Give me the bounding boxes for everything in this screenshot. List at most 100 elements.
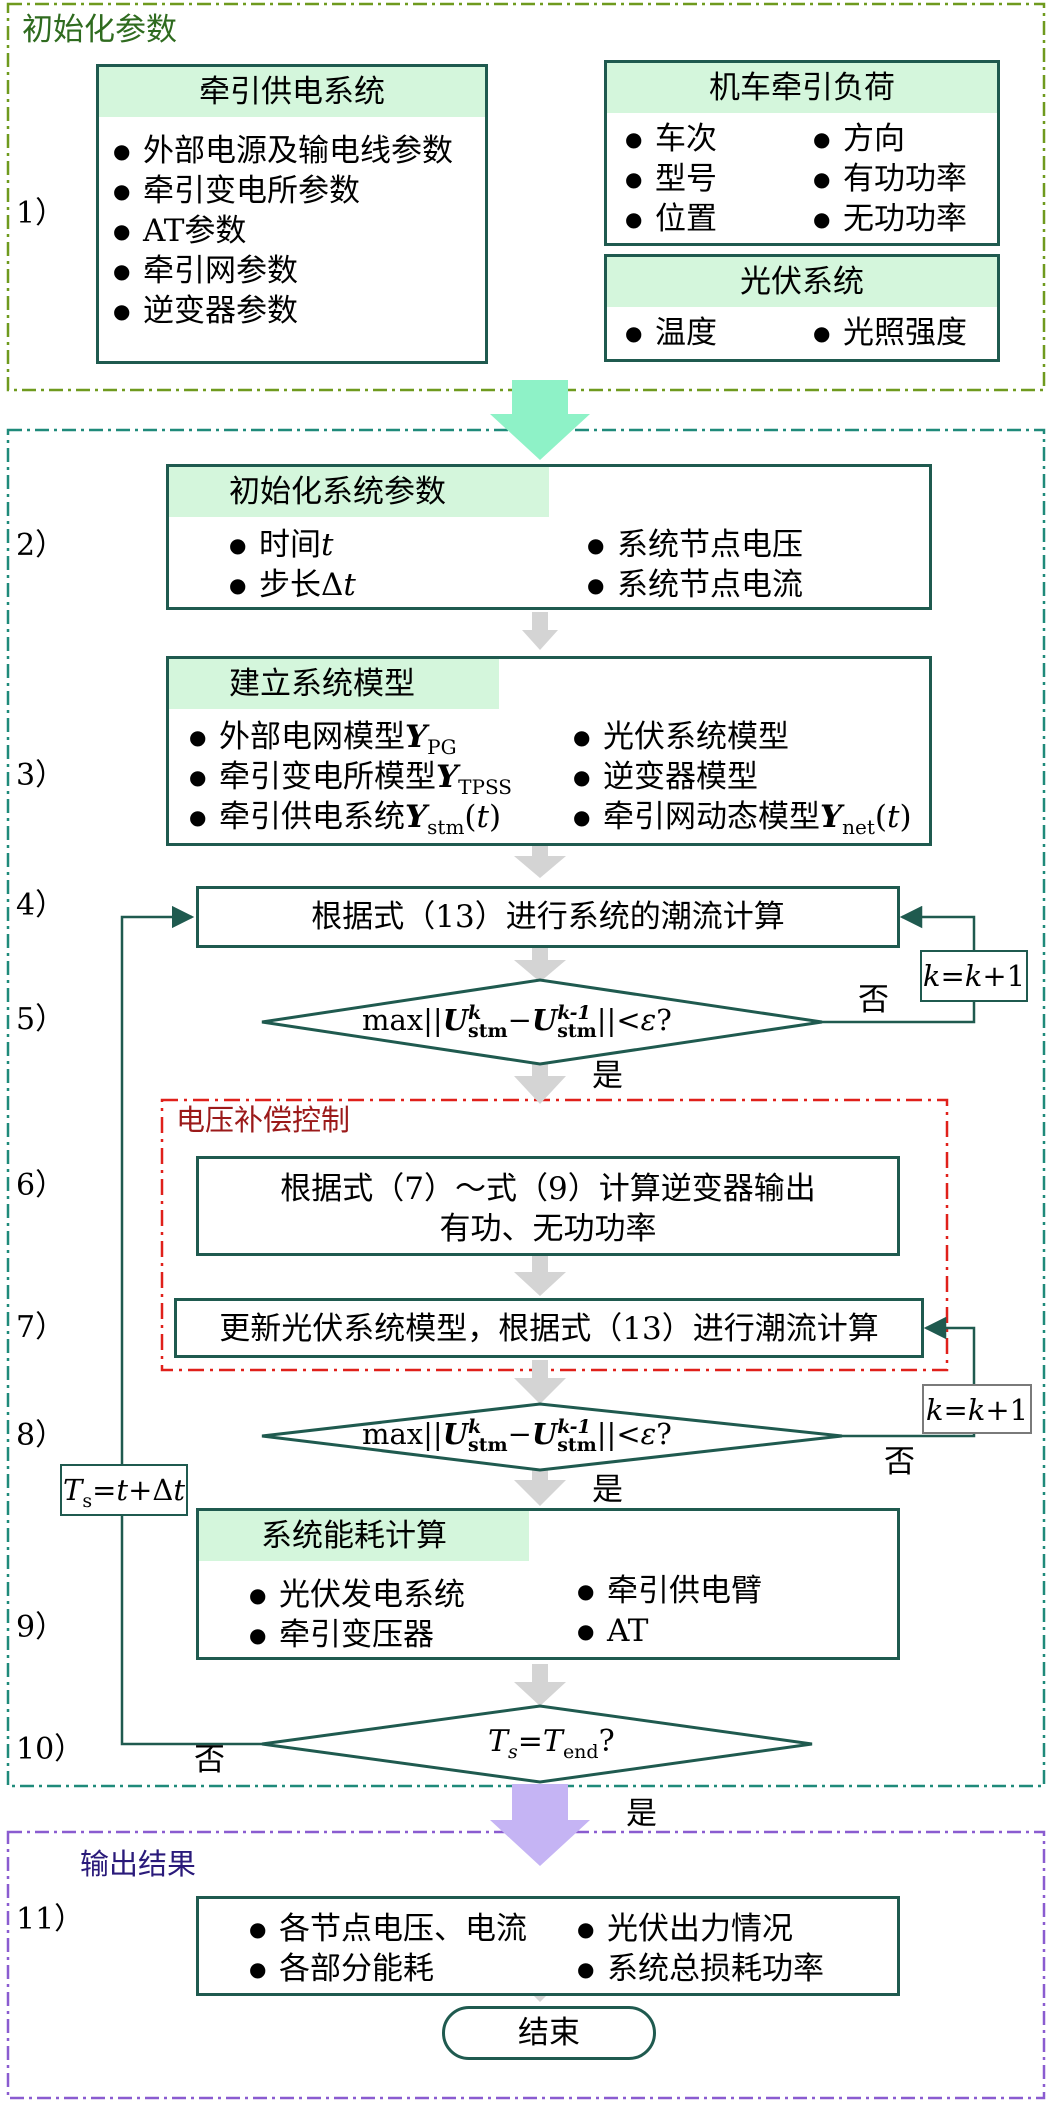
model-inverter: 逆变器模型 [573, 757, 758, 797]
no-label-10: 否 [194, 1742, 225, 1778]
pv-system-header: 光伏系统 [607, 257, 997, 307]
output-item: 各节点电压、电流 [249, 1909, 527, 1949]
pv-system-item: 温度 [625, 313, 717, 353]
inverter-output-line2: 有功、无功功率 [439, 1211, 657, 1247]
init-section-title: 初始化参数 [22, 12, 177, 48]
time-update-box: Ts=t+Δt [60, 1464, 188, 1516]
yes-label-5: 是 [592, 1058, 623, 1094]
init-params-box: 初始化系统参数 时间t 步长Δt 系统节点电压 系统节点电流 [166, 464, 932, 610]
energy-box: 系统能耗计算 光伏发电系统 牵引供电臂 牵引变压器 AT [196, 1508, 900, 1660]
model-ext-grid: 外部电网模型YPG [189, 717, 457, 767]
gray-arrow-3 [514, 942, 566, 982]
voltage-compensation-title: 电压补偿控制 [176, 1103, 351, 1137]
inverter-output-line1: 根据式（7）～式（9）计算逆变器输出 [280, 1171, 816, 1207]
gray-arrow-8 [514, 1664, 566, 1706]
output-title: 输出结果 [80, 1847, 197, 1881]
energy-item: 牵引变压器 [249, 1615, 434, 1655]
model-net-dynamic: 牵引网动态模型Ynet(t) [573, 797, 912, 847]
k-increment-box-upper: k=k+1 [920, 950, 1028, 1002]
locomotive-load-item: 无功功率 [813, 199, 967, 239]
traction-supply-item: 牵引网参数 [113, 251, 298, 291]
system-model-title: 建立系统模型 [229, 666, 415, 702]
gray-arrow-2 [514, 838, 566, 878]
k-increment-text-lower: k=k+1 [925, 1393, 1029, 1427]
step-label-1: 1） [16, 196, 66, 231]
model-substation: 牵引变电所模型YTPSS [189, 757, 512, 807]
output-item: 各部分能耗 [249, 1949, 434, 1989]
locomotive-load-item: 车次 [625, 119, 717, 159]
step-label-10: 10） [16, 1732, 85, 1767]
end-label: 结束 [518, 2015, 580, 2051]
traction-supply-item: AT参数 [113, 211, 246, 251]
big-arrow-green [490, 380, 590, 460]
gray-arrow-5 [514, 1254, 566, 1296]
pv-update-text: 更新光伏系统模型，根据式（13）进行潮流计算 [219, 1311, 879, 1347]
step-label-6: 6） [16, 1168, 66, 1203]
power-flow-text: 根据式（13）进行系统的潮流计算 [311, 899, 785, 935]
traction-supply-item: 外部电源及输电线参数 [113, 131, 453, 171]
step-label-7: 7） [16, 1310, 66, 1345]
output-item: 光伏出力情况 [577, 1909, 793, 1949]
pv-system-item: 光照强度 [813, 313, 967, 353]
locomotive-load-title: 机车牵引负荷 [709, 70, 895, 106]
locomotive-load-box: 机车牵引负荷 车次 方向 型号 有功功率 位置 无功功率 [604, 60, 1000, 246]
traction-supply-item: 牵引变电所参数 [113, 171, 360, 211]
locomotive-load-header: 机车牵引负荷 [607, 63, 997, 113]
no-label-8: 否 [884, 1444, 915, 1480]
power-flow-box: 根据式（13）进行系统的潮流计算 [196, 886, 900, 948]
end-time-condition: Ts=Tend? [488, 1724, 615, 1763]
output-box: 各节点电压、电流 光伏出力情况 各部分能耗 系统总损耗功率 [196, 1896, 900, 1996]
init-params-header: 初始化系统参数 [169, 467, 549, 517]
energy-item: 牵引供电臂 [577, 1571, 762, 1611]
system-model-box: 建立系统模型 外部电网模型YPG 牵引变电所模型YTPSS 牵引供电系统Ystm… [166, 656, 932, 846]
k-increment-text-upper: k=k+1 [922, 959, 1026, 993]
step-label-5: 5） [16, 1002, 66, 1037]
energy-item: 光伏发电系统 [249, 1575, 465, 1615]
time-update-text: Ts=t+Δt [63, 1473, 185, 1512]
locomotive-load-item: 方向 [813, 119, 905, 159]
param-step: 步长Δt [229, 565, 356, 605]
compensation-frame [160, 1098, 949, 1372]
step-label-8: 8） [16, 1418, 66, 1453]
k-increment-box-lower: k=k+1 [922, 1384, 1032, 1434]
param-node-current: 系统节点电流 [587, 565, 803, 605]
pv-update-box: 更新光伏系统模型，根据式（13）进行潮流计算 [174, 1298, 924, 1358]
traction-supply-box: 牵引供电系统 外部电源及输电线参数 牵引变电所参数 AT参数 牵引网参数 逆变器… [96, 64, 488, 364]
loop-time-left [120, 905, 262, 1746]
output-item: 系统总损耗功率 [577, 1949, 824, 1989]
locomotive-load-item: 有功功率 [813, 159, 967, 199]
traction-supply-header: 牵引供电系统 [99, 67, 485, 117]
decision-diamond-10 [261, 1704, 813, 1784]
no-label-5: 否 [858, 982, 889, 1018]
step-label-11: 11） [16, 1902, 85, 1937]
step-label-3: 3） [16, 758, 66, 793]
model-pv: 光伏系统模型 [573, 717, 789, 757]
init-params-title: 初始化系统参数 [229, 474, 446, 510]
yes-label-8: 是 [592, 1472, 623, 1508]
model-supply: 牵引供电系统Ystm(t) [189, 797, 501, 847]
energy-header: 系统能耗计算 [199, 1511, 529, 1561]
gray-arrow-7 [514, 1462, 566, 1506]
pv-system-title: 光伏系统 [740, 264, 864, 300]
energy-item: AT [577, 1611, 648, 1651]
loop-k-right-lower [842, 1316, 976, 1438]
step-label-2: 2） [16, 528, 66, 563]
yes-label-10: 是 [626, 1796, 657, 1832]
traction-supply-title: 牵引供电系统 [199, 74, 385, 110]
gray-arrow-6 [514, 1360, 566, 1404]
gray-arrow-4 [514, 1054, 566, 1104]
big-arrow-purple [490, 1784, 590, 1866]
energy-title: 系统能耗计算 [261, 1518, 447, 1554]
inverter-output-box: 根据式（7）～式（9）计算逆变器输出 有功、无功功率 [196, 1156, 900, 1256]
step-label-4: 4） [16, 888, 66, 923]
step-label-9: 9） [16, 1610, 66, 1645]
end-terminal: 结束 [442, 2006, 656, 2060]
traction-supply-item: 逆变器参数 [113, 291, 298, 331]
locomotive-load-item: 位置 [625, 199, 717, 239]
param-node-voltage: 系统节点电压 [587, 525, 803, 565]
system-model-header: 建立系统模型 [169, 659, 499, 709]
pv-system-box: 光伏系统 温度 光照强度 [604, 254, 1000, 362]
